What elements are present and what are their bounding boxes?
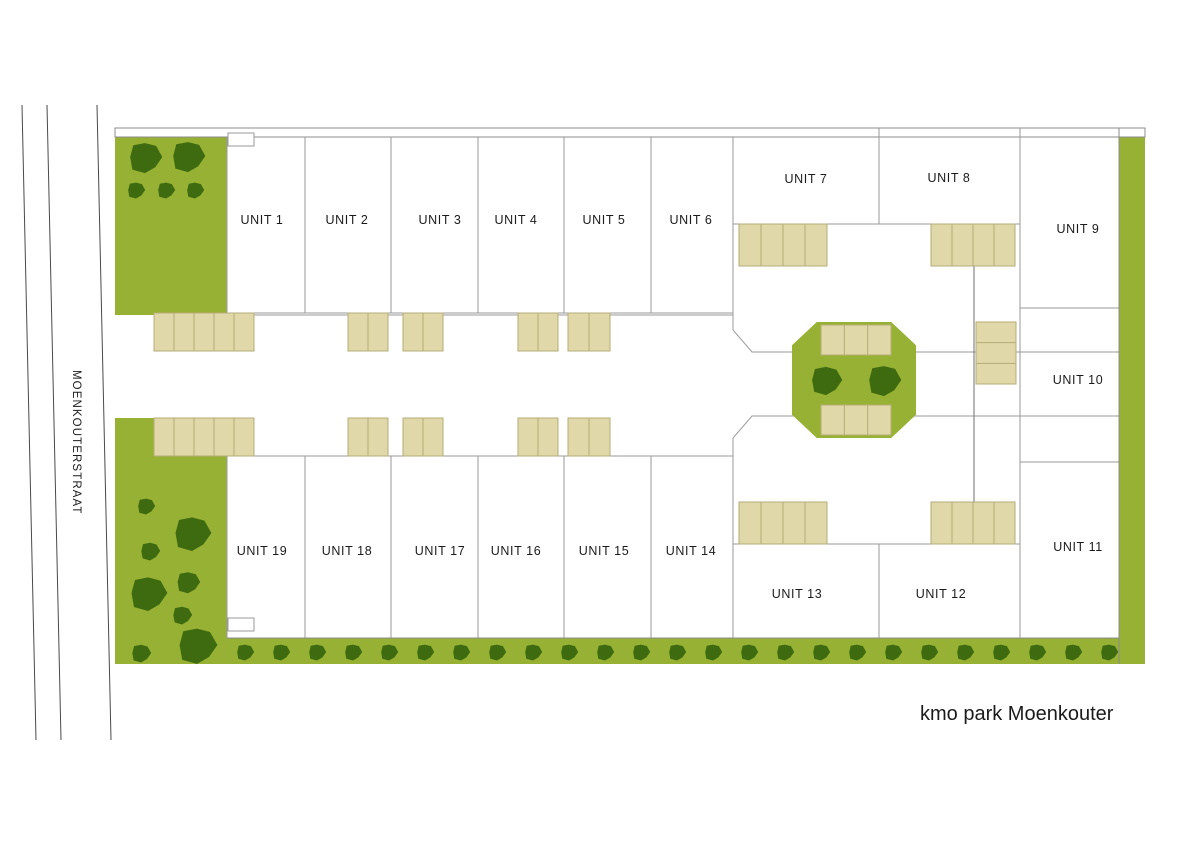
unit-label-unit-14: UNIT 14 xyxy=(665,544,717,558)
tree-south-hedge-0 xyxy=(237,644,255,661)
parking-bay-north-0 xyxy=(153,312,255,352)
street-lines-layer xyxy=(21,104,112,741)
tree-northwest-2 xyxy=(128,182,146,199)
unit-label-unit-15: UNIT 15 xyxy=(578,544,630,558)
street-edge-line-1 xyxy=(46,104,62,741)
unit-label-unit-6: UNIT 6 xyxy=(669,213,713,227)
green-strip-south xyxy=(115,638,1145,664)
unit-label-unit-1: UNIT 1 xyxy=(240,213,284,227)
tree-south-hedge-7 xyxy=(489,644,507,661)
unit-label-unit-5: UNIT 5 xyxy=(582,213,626,227)
tree-south-hedge-19 xyxy=(921,644,939,661)
unit-label-unit-3: UNIT 3 xyxy=(418,213,462,227)
tree-south-hedge-18 xyxy=(885,644,903,661)
tree-south-hedge-11 xyxy=(633,644,651,661)
tree-southwest-5 xyxy=(173,606,193,625)
road-chamfer-south xyxy=(732,415,1119,456)
unit-label-unit-16: UNIT 16 xyxy=(490,544,542,558)
tree-south-hedge-22 xyxy=(1029,644,1047,661)
tree-south-hedge-4 xyxy=(381,644,399,661)
tree-south-hedge-15 xyxy=(777,644,795,661)
tree-northwest-0 xyxy=(130,143,163,174)
unit-label-unit-18: UNIT 18 xyxy=(321,544,373,558)
tree-south-hedge-5 xyxy=(417,644,435,661)
green-areas-layer xyxy=(115,128,1145,664)
tree-south-hedge-20 xyxy=(957,644,975,661)
tree-south-hedge-17 xyxy=(849,644,867,661)
plan-title: kmo park Moenkouter xyxy=(920,703,1114,725)
unit-label-unit-10: UNIT 10 xyxy=(1052,373,1104,387)
unit-label-unit-13: UNIT 13 xyxy=(771,587,823,601)
green-strip-east xyxy=(1119,128,1145,664)
tree-northwest-1 xyxy=(173,142,206,173)
tree-southwest-7 xyxy=(179,628,218,664)
island-parking-south xyxy=(820,404,892,436)
plot-notch-0 xyxy=(227,132,255,147)
tree-south-hedge-13 xyxy=(705,644,723,661)
tree-south-hedge-24 xyxy=(1101,644,1119,661)
island-tree-1 xyxy=(869,366,902,397)
unit-label-unit-2: UNIT 2 xyxy=(325,213,369,227)
tree-southwest-3 xyxy=(131,577,168,611)
tree-south-hedge-9 xyxy=(561,644,579,661)
tree-south-hedge-2 xyxy=(309,644,327,661)
street-edge-line-2 xyxy=(96,104,112,741)
street-edge-line-0 xyxy=(21,104,37,741)
tree-southwest-0 xyxy=(138,498,156,515)
tree-south-hedge-12 xyxy=(669,644,687,661)
tree-northwest-3 xyxy=(158,182,176,199)
tree-southwest-2 xyxy=(141,542,161,561)
tree-south-hedge-1 xyxy=(273,644,291,661)
central-island-layer xyxy=(792,322,916,438)
unit-label-unit-9: UNIT 9 xyxy=(1056,222,1100,236)
tree-south-hedge-14 xyxy=(741,644,759,661)
unit-label-unit-8: UNIT 8 xyxy=(927,171,971,185)
street-name-label: MOENKOUTERSTRAAT xyxy=(70,370,82,515)
tree-south-hedge-23 xyxy=(1065,644,1083,661)
parking-bay-south-0 xyxy=(153,417,255,457)
plot-notch-1 xyxy=(227,617,255,632)
trees-layer xyxy=(128,142,1119,664)
unit-label-unit-19: UNIT 19 xyxy=(236,544,288,558)
plots-layer xyxy=(114,127,1146,664)
tree-south-hedge-6 xyxy=(453,644,471,661)
unit-label-unit-11: UNIT 11 xyxy=(1053,540,1103,554)
tree-southwest-1 xyxy=(175,517,212,551)
tree-southwest-4 xyxy=(177,572,201,594)
green-strip-southwest xyxy=(115,418,227,664)
tree-south-hedge-3 xyxy=(345,644,363,661)
unit-label-unit-12: UNIT 12 xyxy=(915,587,967,601)
unit-label-unit-4: UNIT 4 xyxy=(494,213,538,227)
unit-label-unit-7: UNIT 7 xyxy=(784,172,828,186)
parking-bay-plaza-east xyxy=(975,321,1017,385)
island-tree-0 xyxy=(812,366,843,396)
tree-south-hedge-8 xyxy=(525,644,543,661)
tree-south-hedge-10 xyxy=(597,644,615,661)
tree-south-hedge-21 xyxy=(993,644,1011,661)
site-north-edge xyxy=(114,127,1146,138)
road-chamfer-north xyxy=(732,313,1119,353)
parking-layer xyxy=(153,223,1017,545)
tree-south-hedge-16 xyxy=(813,644,831,661)
tree-southwest-6 xyxy=(132,644,152,663)
unit-label-unit-17: UNIT 17 xyxy=(414,544,466,558)
tree-northwest-4 xyxy=(187,182,205,199)
island-parking-north xyxy=(820,324,892,356)
